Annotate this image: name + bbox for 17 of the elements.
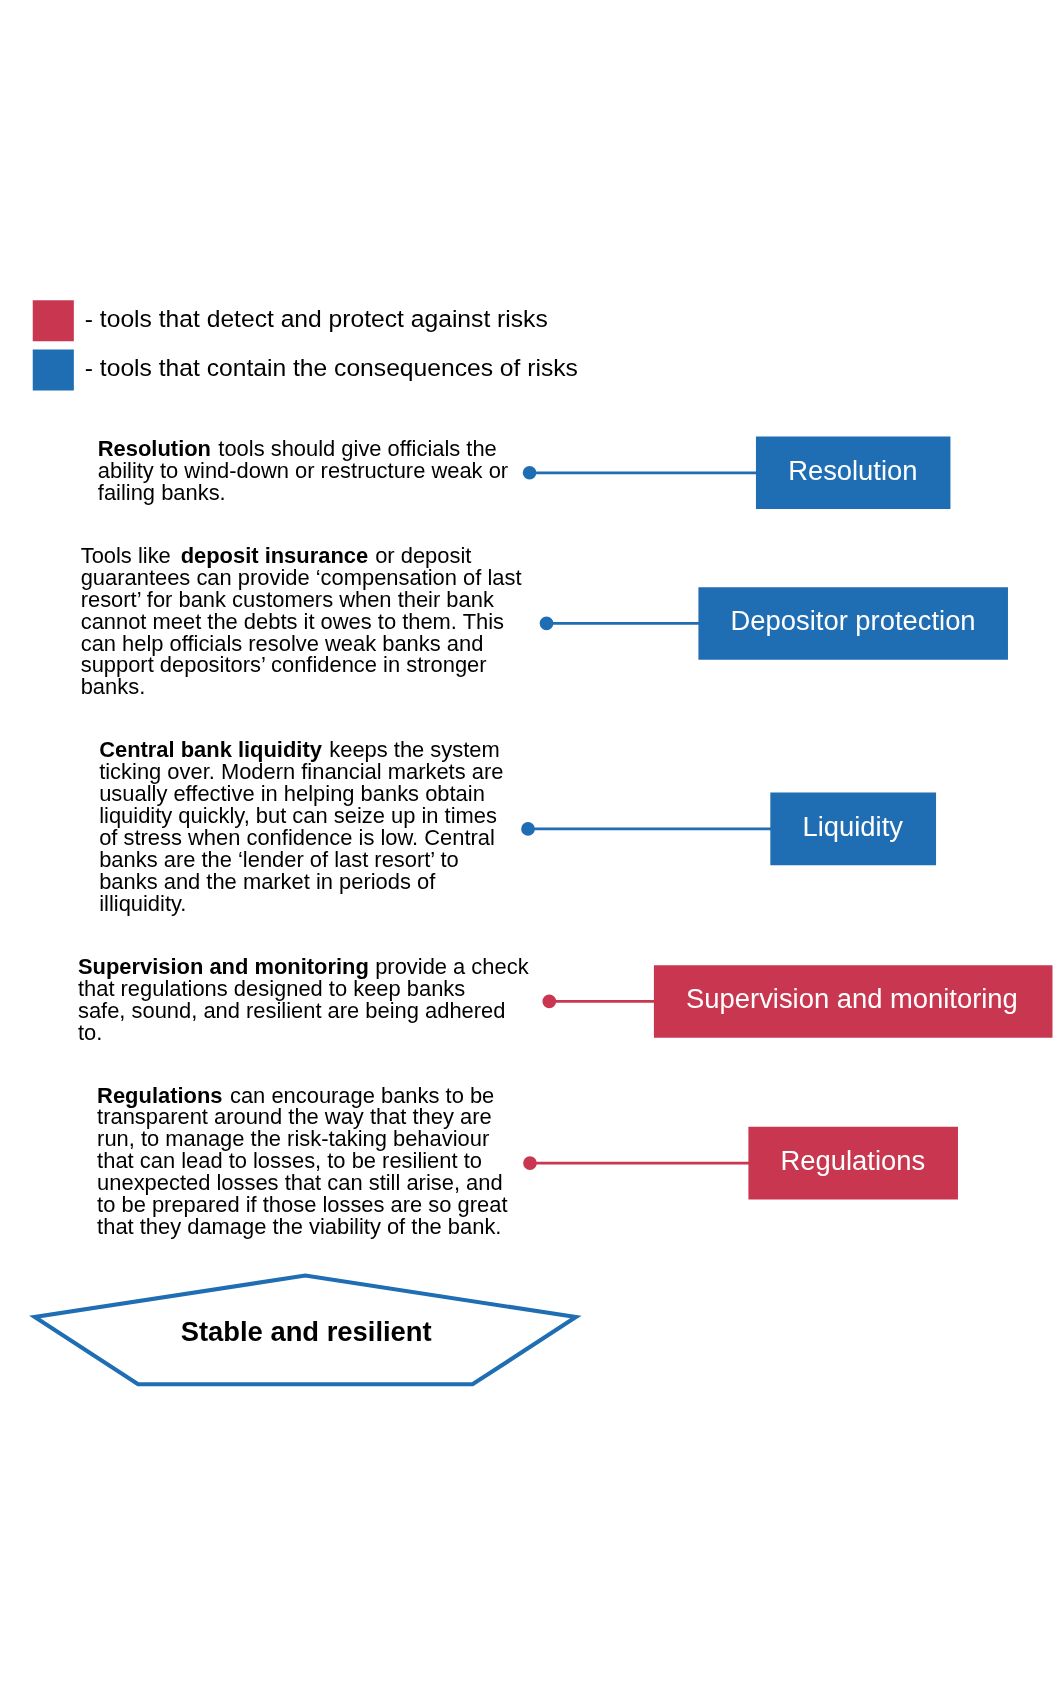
node-box: Depositor protection [698, 586, 1008, 660]
connector [542, 994, 656, 1008]
node-box: Regulations [748, 1126, 958, 1199]
node-box: Liquidity [770, 792, 937, 865]
legend-label: - tools that detect and protect against risks [84, 304, 548, 332]
connector [523, 1155, 751, 1170]
connector [539, 616, 701, 630]
node-text: Resolution tools should give officials the ability to wind-down or restructure weak or failing banks. [97, 435, 509, 505]
node-text: Supervision and monitoring provide a check that regulations designed to keep banks safe, sound, and resilient are being adhered to. [77, 953, 529, 1045]
node-box: Supervision and monitoring [653, 964, 1053, 1038]
connector [521, 821, 772, 836]
connector [522, 465, 758, 480]
node-text: Regulations can encourage banks to be transparent around the way that they are run, to manage the risk-taking behaviour that can lead to losses, to be resilient to unexpected losses that can still arise, and to be prepared if those losses are so great that they damage the viability of the bank. [97, 1082, 508, 1239]
node-text: Tools like deposit insurance or deposit guarantees can provide ‘compensation of last resort’ for bank customers when their bank cannot meet the debts it owes to them. This can help officials resolve weak banks and support depositors’ confidence in stronger banks. [80, 542, 522, 699]
node-box: Resolution [755, 435, 951, 509]
node-text: Central bank liquidity keeps the system ticking over. Modern financial markets are usually effective in helping banks obtain liquidity quickly, but can seize up in times of stress when confidence is low. Central banks are the ‘lender of last resort’ to banks and the market in periods of illiquidity. [99, 736, 504, 916]
legend-label: - tools that contain the consequences of risks [84, 353, 578, 381]
